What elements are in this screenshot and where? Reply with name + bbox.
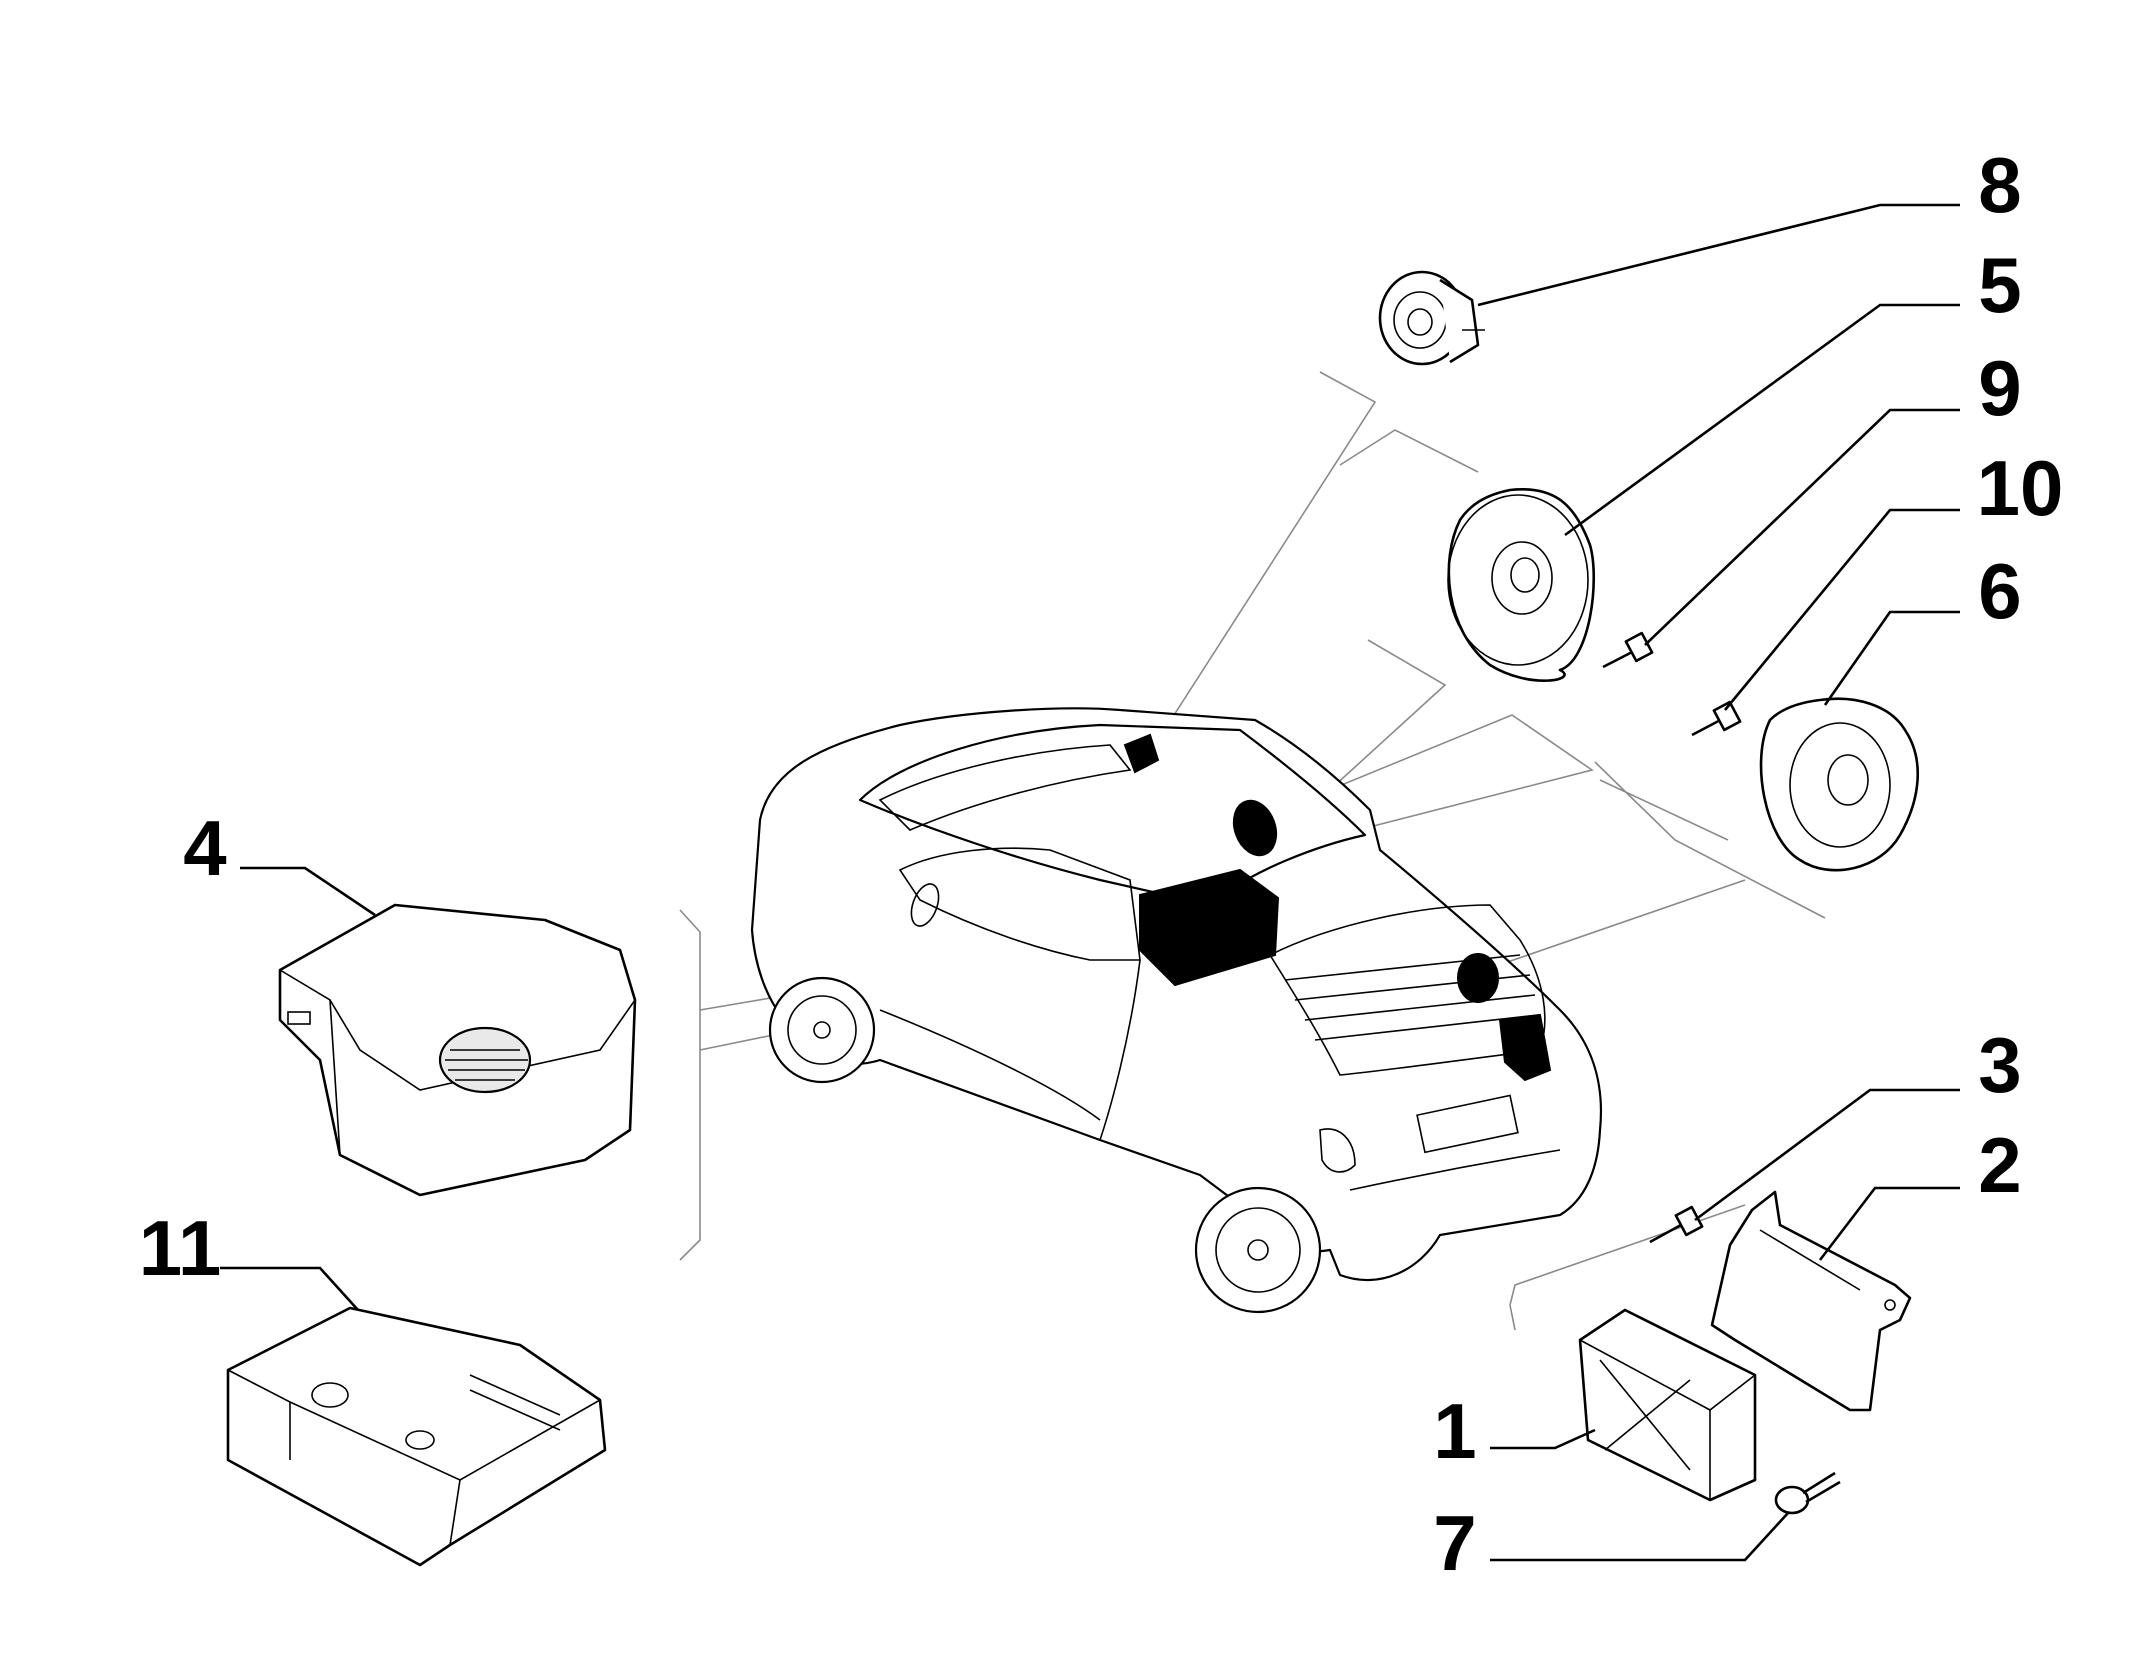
callout-9: 9 bbox=[1978, 344, 2021, 432]
part-11-tray bbox=[226, 1306, 607, 1567]
part-7-bolt bbox=[1774, 1471, 1841, 1515]
part-4-subwoofer-box bbox=[278, 903, 637, 1197]
callout-1: 1 bbox=[1433, 1387, 1476, 1475]
callout-10: 10 bbox=[1977, 444, 2064, 532]
part-9-screw bbox=[1602, 631, 1654, 669]
callout-2: 2 bbox=[1978, 1121, 2021, 1209]
part-5-front-speaker bbox=[1447, 487, 1596, 682]
callout-7: 7 bbox=[1433, 1499, 1476, 1587]
part-3-screw bbox=[1649, 1205, 1704, 1244]
part-1-amplifier bbox=[1578, 1308, 1757, 1502]
part-2-bracket bbox=[1710, 1190, 1912, 1412]
install-markers bbox=[1123, 733, 1552, 1082]
callout-6: 6 bbox=[1978, 547, 2021, 635]
callout-4: 4 bbox=[183, 804, 226, 892]
car-body bbox=[750, 707, 1602, 1314]
part-8-tweeter bbox=[1378, 270, 1485, 366]
part-10-screw bbox=[1691, 700, 1742, 737]
callout-5: 5 bbox=[1978, 241, 2021, 329]
callout-3: 3 bbox=[1978, 1021, 2021, 1109]
part-6-rear-speaker bbox=[1759, 697, 1920, 872]
callout-11: 11 bbox=[139, 1204, 221, 1292]
callout-labels: 8 5 9 10 6 3 2 1 7 4 11 bbox=[139, 141, 2064, 1587]
callout-8: 8 bbox=[1978, 141, 2021, 229]
leader-lines bbox=[220, 203, 1960, 1562]
